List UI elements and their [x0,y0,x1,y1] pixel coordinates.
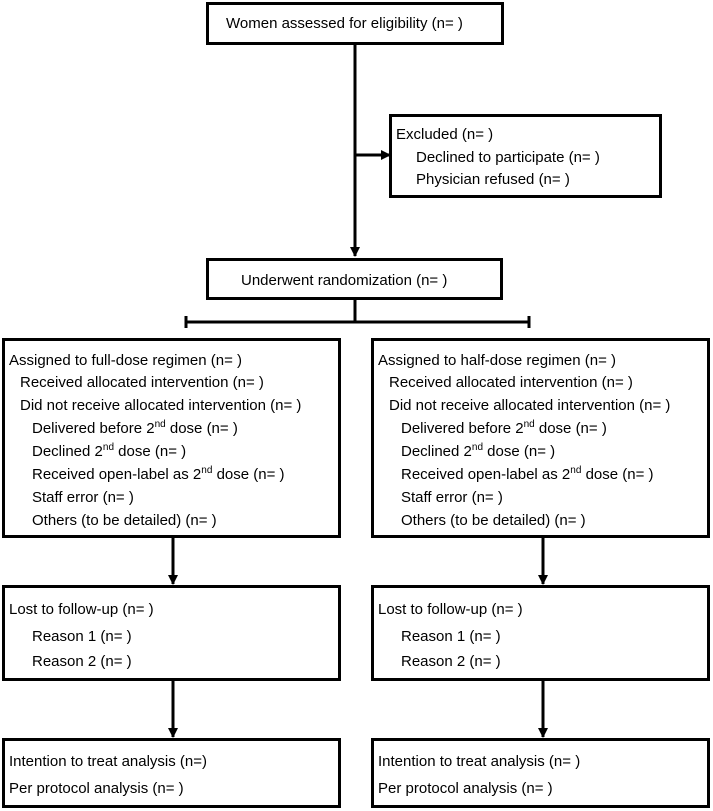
half-dose-assigned: Assigned to half-dose regimen (n= ) [378,352,617,369]
full-dose-followup-box: Lost to follow-up (n= ) Reason 1 (n= ) R… [2,585,341,681]
half-dose-per-protocol: Per protocol analysis (n= ) [378,780,553,797]
full-dose-delivered-before: Delivered before 2nd dose (n= ) [32,419,238,438]
half-dose-open-label: Received open-label as 2nd dose (n= ) [401,465,654,484]
half-dose-declined: Declined 2nd dose (n= ) [401,442,556,461]
excluded-title: Excluded (n= ) [396,126,494,143]
full-dose-open-label: Received open-label as 2nd dose (n= ) [32,465,285,484]
half-dose-assignment-box: Assigned to half-dose regimen (n= ) Rece… [371,338,710,538]
full-dose-reason-1: Reason 1 (n= ) [32,628,132,645]
randomization-box: Underwent randomization (n= ) [206,258,503,300]
full-dose-analysis-box: Intention to treat analysis (n=) Per pro… [2,738,341,808]
full-dose-lost: Lost to follow-up (n= ) [9,601,154,618]
half-dose-not-received: Did not receive allocated intervention (… [389,397,671,414]
excluded-item-declined: Declined to participate (n= ) [416,149,600,166]
randomization-text: Underwent randomization (n= ) [241,272,448,289]
half-dose-lost: Lost to follow-up (n= ) [378,601,523,618]
full-dose-received: Received allocated intervention (n= ) [20,374,264,391]
half-dose-delivered-before: Delivered before 2nd dose (n= ) [401,419,607,438]
half-dose-others: Others (to be detailed) (n= ) [401,512,586,529]
full-dose-per-protocol: Per protocol analysis (n= ) [9,780,184,797]
full-dose-itt: Intention to treat analysis (n=) [9,753,208,770]
excluded-item-physician: Physician refused (n= ) [416,171,570,188]
full-dose-assignment-box: Assigned to full-dose regimen (n= ) Rece… [2,338,341,538]
half-dose-staff-error: Staff error (n= ) [401,489,503,506]
half-dose-reason-2: Reason 2 (n= ) [401,653,501,670]
excluded-box: Excluded (n= ) Declined to participate (… [389,114,662,198]
half-dose-received: Received allocated intervention (n= ) [389,374,633,391]
half-dose-reason-1: Reason 1 (n= ) [401,628,501,645]
full-dose-staff-error: Staff error (n= ) [32,489,134,506]
full-dose-not-received: Did not receive allocated intervention (… [20,397,302,414]
half-dose-followup-box: Lost to follow-up (n= ) Reason 1 (n= ) R… [371,585,710,681]
eligibility-text: Women assessed for eligibility (n= ) [226,15,463,32]
full-dose-others: Others (to be detailed) (n= ) [32,512,217,529]
half-dose-itt: Intention to treat analysis (n= ) [378,753,581,770]
full-dose-reason-2: Reason 2 (n= ) [32,653,132,670]
full-dose-assigned: Assigned to full-dose regimen (n= ) [9,352,243,369]
full-dose-declined: Declined 2nd dose (n= ) [32,442,187,461]
half-dose-analysis-box: Intention to treat analysis (n= ) Per pr… [371,738,710,808]
eligibility-box: Women assessed for eligibility (n= ) [206,2,504,45]
